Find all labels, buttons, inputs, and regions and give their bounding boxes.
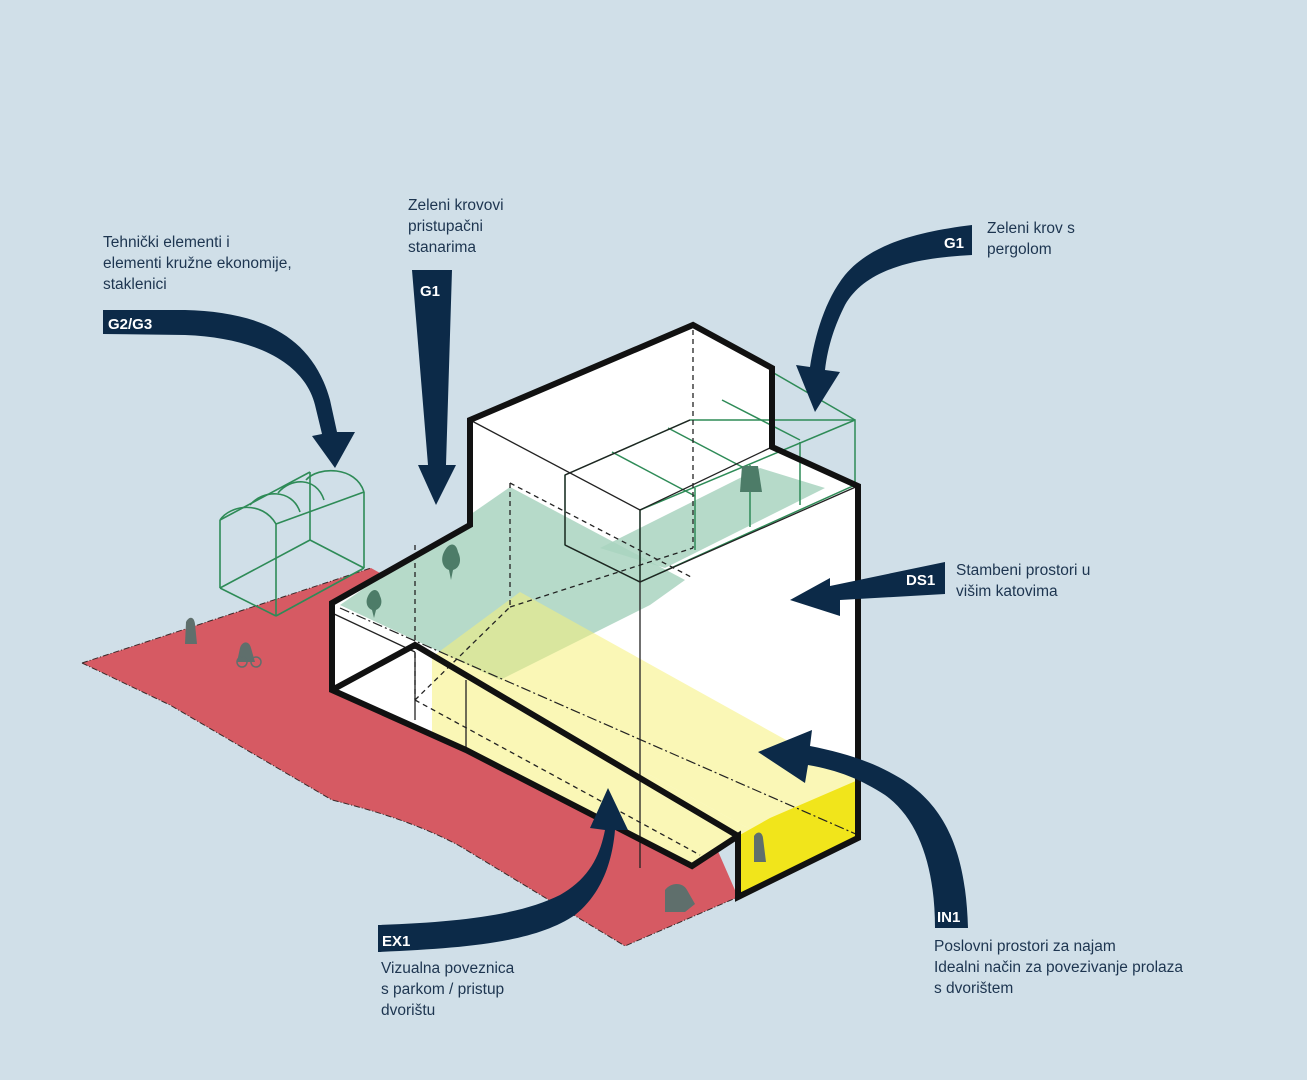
ground-plane [82,568,738,946]
greenhouse-arch-front [219,506,277,525]
yellow-volume-end [738,780,858,897]
hidden-edge [414,606,511,701]
arrow-in1-shape [758,730,968,928]
arrow-ex1-code: EX1 [382,933,410,950]
greenhouse-arch-back [305,469,365,493]
ground-edge-top-dashed [81,567,372,664]
arrow-g1-right: G1 [796,225,972,412]
label-g1-green-roofs: Zeleni krovovi pristupačni stanarima [408,197,504,256]
label-in1: Poslovni prostori za najam Idealni način… [934,938,1184,997]
greenhouse-base-1 [219,539,311,589]
building-outline [329,321,861,902]
greenhouse-eave [275,491,365,525]
building-centerline [339,607,859,836]
arrow-ds1: DS1 [790,562,945,616]
bicycle-wheel-icon [250,656,262,668]
label-g2g3: Tehnički elementi i elementi kružne ekon… [103,234,292,293]
arrow-g2g3-code: G2/G3 [108,316,152,333]
arrow-ex1-shape [378,788,628,952]
arrow-g1-right-shape [796,225,972,412]
arrow-g1-left-code: G1 [420,283,440,300]
label-ex1: Vizualna poveznica s parkom / pristup dv… [381,960,515,1019]
arrow-g1-left: G1 [412,270,456,505]
green-roof-upper [600,468,825,568]
hidden-edge [414,699,701,856]
pergola-line-5 [639,419,856,511]
figures [185,466,766,912]
building-inner-edges [331,419,859,868]
arrows: G2/G3 G1 G1 DS1 IN1 EX1 [103,225,972,952]
greenhouse-base-2 [219,587,277,617]
building-lower-edge [330,641,740,839]
green-roof-lower [340,487,685,680]
ground-edge-dashed [81,662,739,947]
edge [564,419,691,476]
arrow-ds1-shape [790,562,945,616]
yellow-volume-top [432,592,858,840]
person-group-icon [665,884,695,912]
label-g1-pergola: Zeleni krov s pergolom [987,220,1075,258]
arrow-g1-left-shape [412,270,456,505]
tree-icon [442,544,461,580]
greenhouse [219,469,365,617]
greenhouse-base-4 [309,539,365,569]
tree-icon [366,590,382,618]
arrow-ex1: EX1 [378,788,628,952]
arrow-in1: IN1 [758,730,968,928]
arrow-g1-right-code: G1 [944,235,964,252]
arrow-ds1-code: DS1 [906,572,935,589]
edge [639,485,859,583]
pergola-line-2 [667,427,749,471]
label-ds1: Stambeni prostori u višim katovima [956,562,1091,600]
building-hidden-edges [414,330,701,856]
greenhouse-arch-2 [277,481,325,501]
edge [639,446,773,511]
person-icon [754,832,766,862]
edge [469,419,641,511]
edge [564,544,641,583]
pergola-line-3 [721,399,801,441]
bicycle-wheel-icon [236,656,248,668]
tree-icon [740,466,762,492]
greenhouse-ridge [219,471,311,521]
yellow-volume-front [432,657,770,897]
person-icon [185,617,197,644]
hidden-edge [509,482,694,579]
arrow-g2g3-shape [103,310,355,468]
arrow-g2g3: G2/G3 [103,310,355,468]
greenhouse-base-3 [275,567,365,617]
edge [331,612,416,653]
pergola-line-1 [611,451,696,497]
arrow-in1-code: IN1 [937,909,960,926]
